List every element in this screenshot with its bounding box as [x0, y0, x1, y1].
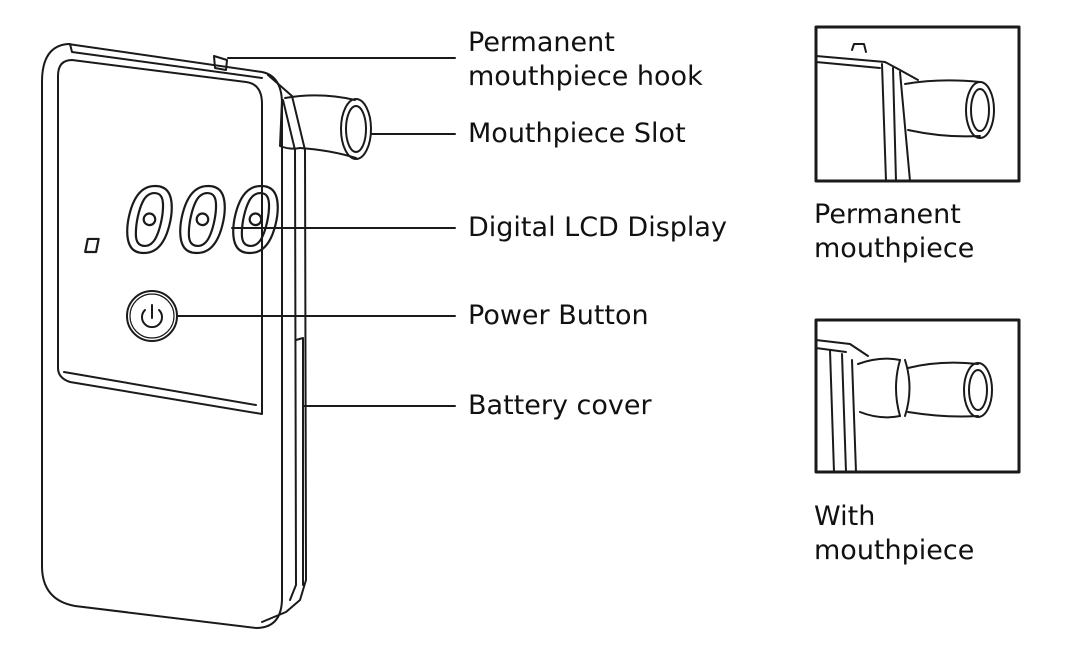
device-front-face	[41, 43, 283, 629]
label-with-mouthpiece: With mouthpiece	[814, 500, 974, 568]
label-permanent-mouthpiece: Permanent mouthpiece	[814, 198, 974, 266]
lcd-reading: .000	[70, 170, 282, 273]
label-mouthpiece-slot: Mouthpiece Slot	[468, 118, 686, 149]
label-battery-cover: Battery cover	[468, 390, 652, 421]
inset-permanent-mouthpiece	[814, 25, 1021, 183]
inset-with-mouthpiece	[814, 318, 1021, 474]
battery-cover-seam	[295, 337, 304, 586]
label-permanent-line2: mouthpiece	[814, 233, 975, 264]
mouthpiece-hook	[213, 55, 228, 71]
label-permanent-mouthpiece-hook: Permanent mouthpiece hook	[468, 26, 703, 94]
label-hook-line1: Permanent	[468, 27, 615, 58]
label-permanent-line1: Permanent	[814, 199, 961, 230]
label-hook-line2: mouthpiece hook	[468, 61, 703, 92]
label-digital-lcd-display: Digital LCD Display	[468, 212, 727, 243]
power-icon	[141, 304, 163, 329]
breathalyzer-device: .000	[41, 43, 372, 629]
label-with-line2: mouthpiece	[814, 535, 975, 566]
mouthpiece-slot	[279, 94, 372, 160]
label-power-button: Power Button	[468, 300, 649, 331]
label-with-line1: With	[814, 501, 876, 532]
display-window	[57, 59, 263, 415]
